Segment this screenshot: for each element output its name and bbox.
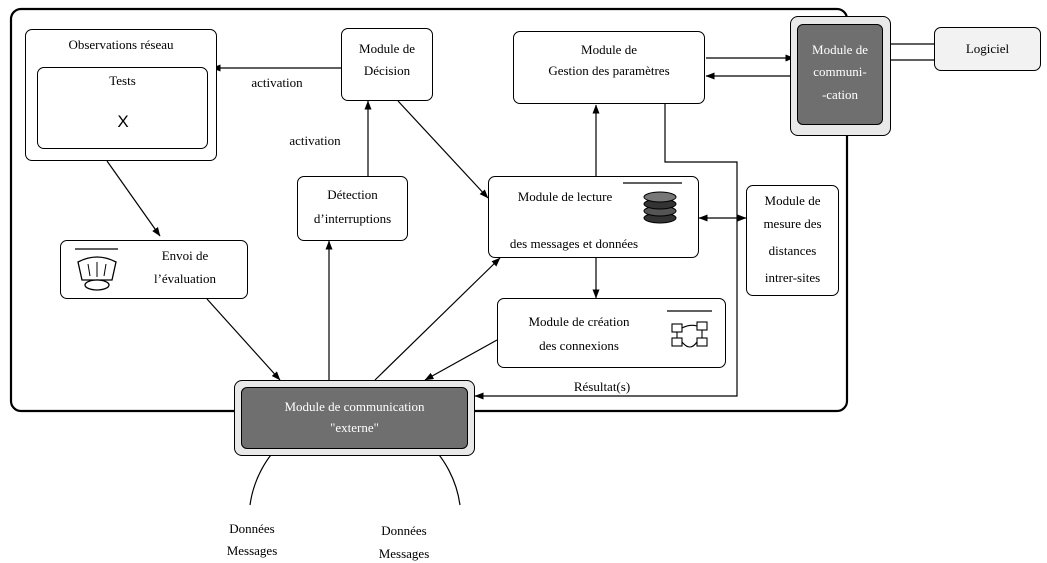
tests-title: Tests bbox=[109, 73, 136, 88]
detection-line1: Détection bbox=[327, 187, 378, 202]
envoi-line1: Envoi de bbox=[161, 248, 209, 263]
arrow-decision-to-lecture bbox=[397, 100, 489, 199]
bottom-left-messages: Messages bbox=[226, 543, 278, 558]
observations-box bbox=[25, 29, 217, 161]
decision-line2: Décision bbox=[363, 63, 411, 78]
mesure-line4: intrer-sites bbox=[764, 270, 821, 285]
bottom-left-donnees: Données bbox=[229, 521, 275, 536]
decision-module bbox=[341, 28, 433, 101]
arrow-creation-to-comm bbox=[424, 339, 498, 381]
creation-line1: Module de création bbox=[528, 314, 630, 329]
database-icon bbox=[623, 182, 682, 224]
creation-line2: des connexions bbox=[539, 338, 619, 353]
creation-module bbox=[497, 298, 726, 368]
resultats-label: Résultat(s) bbox=[573, 379, 631, 394]
gestion-line1: Module de bbox=[581, 42, 637, 57]
gauge-icon bbox=[75, 248, 118, 291]
comm-module-right bbox=[797, 24, 883, 125]
envoi-line2: l’évaluation bbox=[153, 271, 217, 286]
tests-box bbox=[37, 67, 208, 149]
arrow-comm-to-lecture bbox=[374, 257, 501, 381]
gestion-module bbox=[513, 31, 705, 104]
lecture-line2: des messages et données bbox=[509, 236, 639, 251]
detection-module bbox=[297, 176, 408, 241]
detection-line2: d’interruptions bbox=[313, 211, 392, 226]
comm-externe-line1: Module de communication bbox=[284, 399, 425, 414]
mesure-line1: Module de bbox=[764, 193, 821, 208]
envoi-module bbox=[60, 240, 248, 299]
activation-label-1: activation bbox=[251, 75, 303, 90]
comm-right-line3: -cation bbox=[821, 87, 859, 102]
comm-externe-line2: "externe" bbox=[330, 420, 379, 435]
mesure-module bbox=[746, 185, 839, 296]
tests-times: X bbox=[117, 112, 129, 131]
gestion-line2: Gestion des paramètres bbox=[548, 63, 670, 78]
activation-label-2: activation bbox=[289, 133, 341, 148]
comm-externe-module bbox=[241, 387, 468, 449]
observations-title: Observations réseau bbox=[68, 37, 174, 52]
comm-right-line1: Module de bbox=[812, 42, 868, 57]
arrow-envoi-to-comm bbox=[206, 298, 281, 381]
bottom-right-messages: Messages bbox=[378, 546, 430, 561]
lecture-module bbox=[488, 176, 699, 258]
arrow-observations-to-envoi bbox=[106, 160, 161, 237]
lecture-line1: Module de lecture bbox=[517, 189, 613, 204]
decision-line1: Module de bbox=[359, 41, 415, 56]
arrow-resultats bbox=[474, 104, 738, 400]
bottom-right-donnees: Données bbox=[381, 523, 427, 538]
connection-icon bbox=[667, 310, 712, 348]
mesure-line3: distances bbox=[768, 243, 817, 258]
mesure-line2: mesure des bbox=[763, 216, 822, 231]
logiciel-box bbox=[934, 27, 1041, 71]
comm-right-line2: communi- bbox=[813, 64, 867, 79]
logiciel-label: Logiciel bbox=[965, 41, 1010, 56]
